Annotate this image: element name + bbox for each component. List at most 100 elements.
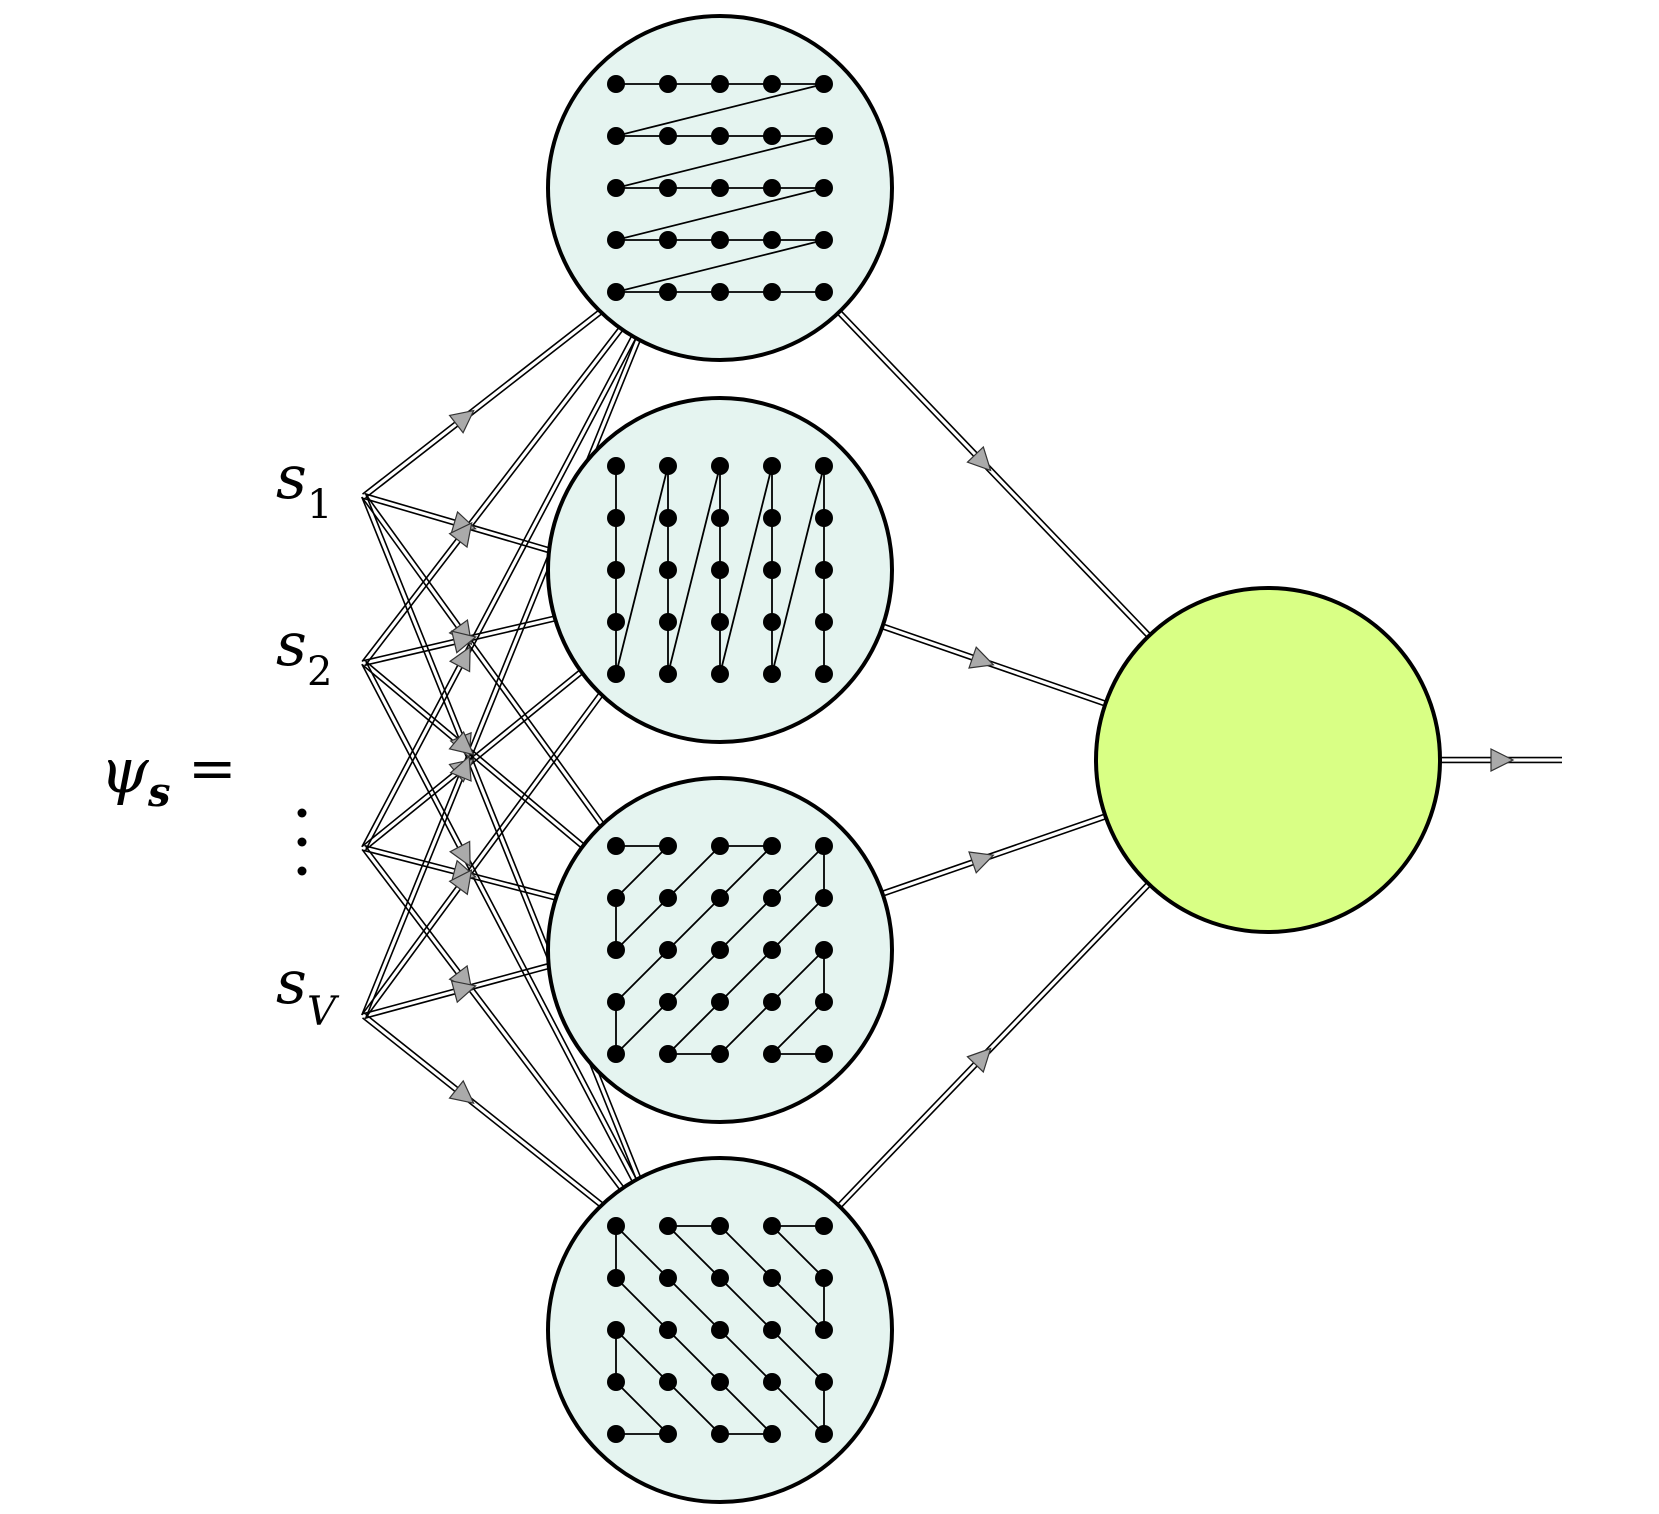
arrow-head [448, 409, 475, 434]
grid-site [659, 941, 677, 959]
grid-site [711, 613, 729, 631]
grid-site [815, 75, 833, 93]
grid-site [607, 837, 625, 855]
grid-site [607, 127, 625, 145]
edge-line [361, 338, 637, 1016]
input-edge [361, 326, 624, 665]
arrow-head [1490, 748, 1515, 772]
grid-site [711, 1425, 729, 1443]
input-labels: s 1 s 2 s V [276, 443, 340, 1035]
grid-site [711, 283, 729, 301]
edge-line [364, 1013, 604, 1204]
arrow-marker [450, 630, 478, 654]
grid-site [711, 1045, 729, 1063]
grid-site [763, 889, 781, 907]
arrow-head [449, 755, 472, 782]
grid-site [815, 1321, 833, 1339]
grid-site [659, 179, 677, 197]
arrows-layer [448, 409, 1515, 1105]
equals-sign: = [188, 734, 237, 802]
grid-site [815, 941, 833, 959]
grid-site [763, 231, 781, 249]
grid-site [763, 561, 781, 579]
grid-site [607, 75, 625, 93]
edge-line [362, 309, 600, 495]
arrow-marker [448, 868, 473, 896]
input-edge [361, 661, 638, 1183]
grid-site [815, 613, 833, 631]
arrow-marker [448, 730, 475, 756]
grid-site [659, 561, 677, 579]
grid-site [659, 1045, 677, 1063]
arrow-marker [968, 851, 995, 874]
hidden-to-output-edge [881, 623, 1107, 707]
grid-site [607, 509, 625, 527]
ellipsis-dot [297, 808, 307, 818]
arrow-head [448, 730, 475, 756]
grid-site [763, 1373, 781, 1391]
grid-diagonal-snake [607, 1217, 833, 1443]
edge-line [881, 627, 1105, 707]
grid-site [711, 665, 729, 683]
input-label-s1: s 1 [276, 443, 332, 528]
grid-site [763, 941, 781, 959]
grid-site [659, 283, 677, 301]
grid-site [815, 127, 833, 145]
arrow-head [448, 1079, 475, 1105]
grid-site [659, 1217, 677, 1235]
grid-site [607, 993, 625, 1011]
grid-anti-diagonal-snake [607, 837, 833, 1063]
grid-row-snake [607, 75, 833, 301]
grid-site [815, 561, 833, 579]
grid-site [607, 457, 625, 475]
grid-site [763, 613, 781, 631]
arrow-marker [968, 646, 995, 669]
grid-site [815, 283, 833, 301]
grid-site [659, 837, 677, 855]
arrow-head [966, 445, 992, 472]
grid-site [711, 1321, 729, 1339]
grid-site [711, 941, 729, 959]
arrow-marker [448, 1079, 475, 1105]
edge-line [361, 335, 633, 848]
grid-site [711, 75, 729, 93]
arrow-head [966, 1047, 992, 1074]
grid-site [607, 1045, 625, 1063]
arrow-marker [448, 409, 475, 434]
grid-site [711, 179, 729, 197]
edge-line [365, 494, 605, 824]
grid-site [659, 127, 677, 145]
nodes-layer [546, 14, 1442, 1504]
grid-site [711, 231, 729, 249]
psi-subscript: s [147, 769, 171, 816]
input-subscript: V [307, 989, 340, 1035]
grid-site [815, 1045, 833, 1063]
grid-site [607, 561, 625, 579]
grid-site [763, 1269, 781, 1287]
edge-line [836, 881, 1148, 1205]
grid-site [815, 1269, 833, 1287]
edge-line [365, 846, 625, 1188]
edge-line [365, 660, 585, 845]
grid-site [763, 75, 781, 93]
grid-site [711, 837, 729, 855]
input-label-ellipsis [297, 808, 307, 876]
input-label-s2: s 2 [276, 610, 332, 695]
arrow-head [448, 521, 473, 549]
grid-site [711, 1269, 729, 1287]
grid-site [763, 837, 781, 855]
grid-site [815, 665, 833, 683]
input-edge [362, 1013, 604, 1208]
grid-site [659, 1269, 677, 1287]
grid-site [815, 457, 833, 475]
grid-site [815, 509, 833, 527]
edge-line [361, 663, 634, 1183]
edge-line [883, 623, 1107, 703]
grid-site [763, 509, 781, 527]
arrow-head [450, 980, 477, 1004]
grid-site [659, 665, 677, 683]
grid-site [815, 1373, 833, 1391]
grid-site [659, 509, 677, 527]
grid-site [815, 889, 833, 907]
